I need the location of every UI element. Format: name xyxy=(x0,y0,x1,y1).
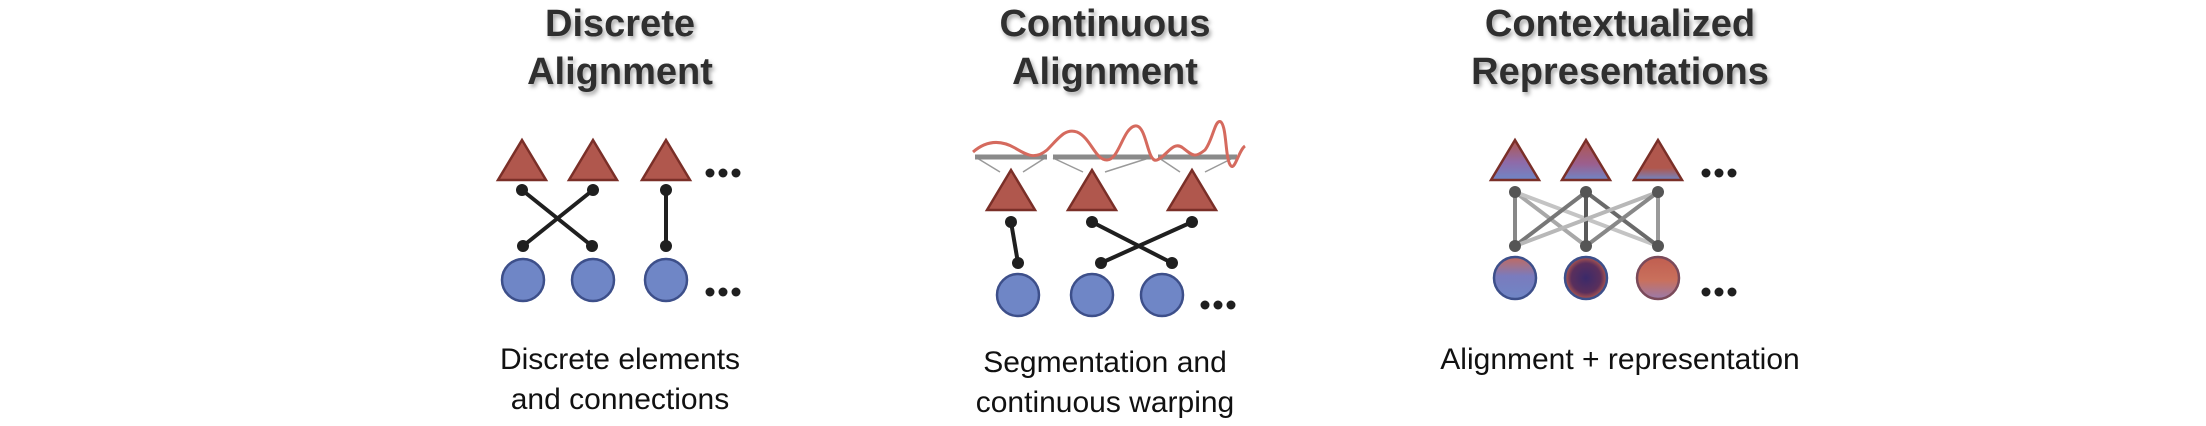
circle-element xyxy=(1139,272,1185,318)
caption-line-1: Alignment + representation xyxy=(1440,343,1800,376)
ellipsis-icon xyxy=(1701,287,1737,297)
circle-element xyxy=(570,257,616,303)
title-line-2: Alignment xyxy=(527,51,713,93)
caption-line-2: and connections xyxy=(510,383,730,416)
panel-continuous-alignment: Continuous Alignment xyxy=(915,0,1295,426)
circle-element xyxy=(1635,255,1681,301)
connection-dot xyxy=(517,240,529,252)
panel-caption: Alignment + representation xyxy=(1420,340,1820,380)
panel-discrete-alignment: Discrete Alignment Discrete elements and… xyxy=(430,0,810,426)
contextualized-representations-diagram xyxy=(1488,137,1737,301)
connection-dot xyxy=(1652,186,1664,198)
caption-line-1: Segmentation and xyxy=(983,346,1227,379)
connection-dot xyxy=(1095,257,1107,269)
triangle-element xyxy=(1488,137,1542,182)
ellipsis-icon xyxy=(1701,168,1737,178)
continuous-alignment-diagram xyxy=(972,120,1247,318)
circle-element xyxy=(500,257,546,303)
caption-line-1: Discrete elements xyxy=(499,343,741,376)
title-line-1: Contextualized xyxy=(1484,3,1756,45)
connection-line xyxy=(1091,220,1173,265)
circle-element xyxy=(643,257,689,303)
ellipsis-icon xyxy=(1200,300,1236,310)
title-line-2: Alignment xyxy=(1012,51,1198,93)
triangle-element xyxy=(566,137,620,182)
connection-dot xyxy=(660,184,672,196)
continuous-signal-wave xyxy=(972,120,1247,168)
panel-title: Discrete Alignment xyxy=(430,0,810,96)
triangle-element xyxy=(495,137,549,182)
ellipsis-icon xyxy=(705,287,741,297)
circle-element xyxy=(1069,272,1115,318)
connection-dot xyxy=(660,240,672,252)
circle-element xyxy=(995,272,1041,318)
connection-dot xyxy=(1186,216,1198,228)
connection-dot xyxy=(1509,240,1521,252)
connection-dot xyxy=(1652,240,1664,252)
triangle-element xyxy=(1559,137,1613,182)
connection-line xyxy=(1100,220,1193,265)
ellipsis-icon xyxy=(705,168,741,178)
panel-title: Continuous Alignment xyxy=(915,0,1295,96)
title-line-1: Discrete xyxy=(545,3,695,45)
connection-dot xyxy=(1509,186,1521,198)
triangle-element xyxy=(1165,167,1219,212)
connection-dot xyxy=(1580,240,1592,252)
triangle-element xyxy=(1631,137,1685,182)
triangle-element xyxy=(639,137,693,182)
contextual-connections xyxy=(1513,190,1660,248)
panel-caption: Segmentation and continuous warping xyxy=(915,343,1295,423)
connection-dot xyxy=(516,184,528,196)
panel-title: Contextualized Representations xyxy=(1420,0,1820,96)
title-line-1: Continuous xyxy=(999,3,1211,45)
circle-element xyxy=(1492,255,1538,301)
triangle-element xyxy=(1065,167,1119,212)
connection-dot xyxy=(1166,257,1178,269)
caption-line-2: continuous warping xyxy=(975,386,1235,419)
triangle-element xyxy=(984,167,1038,212)
connection-dot xyxy=(1580,186,1592,198)
connection-dot xyxy=(1005,216,1017,228)
circle-element xyxy=(1563,255,1609,301)
connection-dot xyxy=(1086,216,1098,228)
discrete-alignment-diagram xyxy=(495,137,741,303)
connection-dot xyxy=(586,240,598,252)
panel-contextualized-representations: Contextualized Representations xyxy=(1420,0,1820,426)
connection-dot xyxy=(587,184,599,196)
connection-line xyxy=(521,188,595,248)
panel-caption: Discrete elements and connections xyxy=(430,340,810,420)
title-line-2: Representations xyxy=(1471,51,1769,93)
connection-line xyxy=(1009,221,1020,264)
connection-dot xyxy=(1012,257,1024,269)
segment-projection-lines xyxy=(976,157,1234,173)
